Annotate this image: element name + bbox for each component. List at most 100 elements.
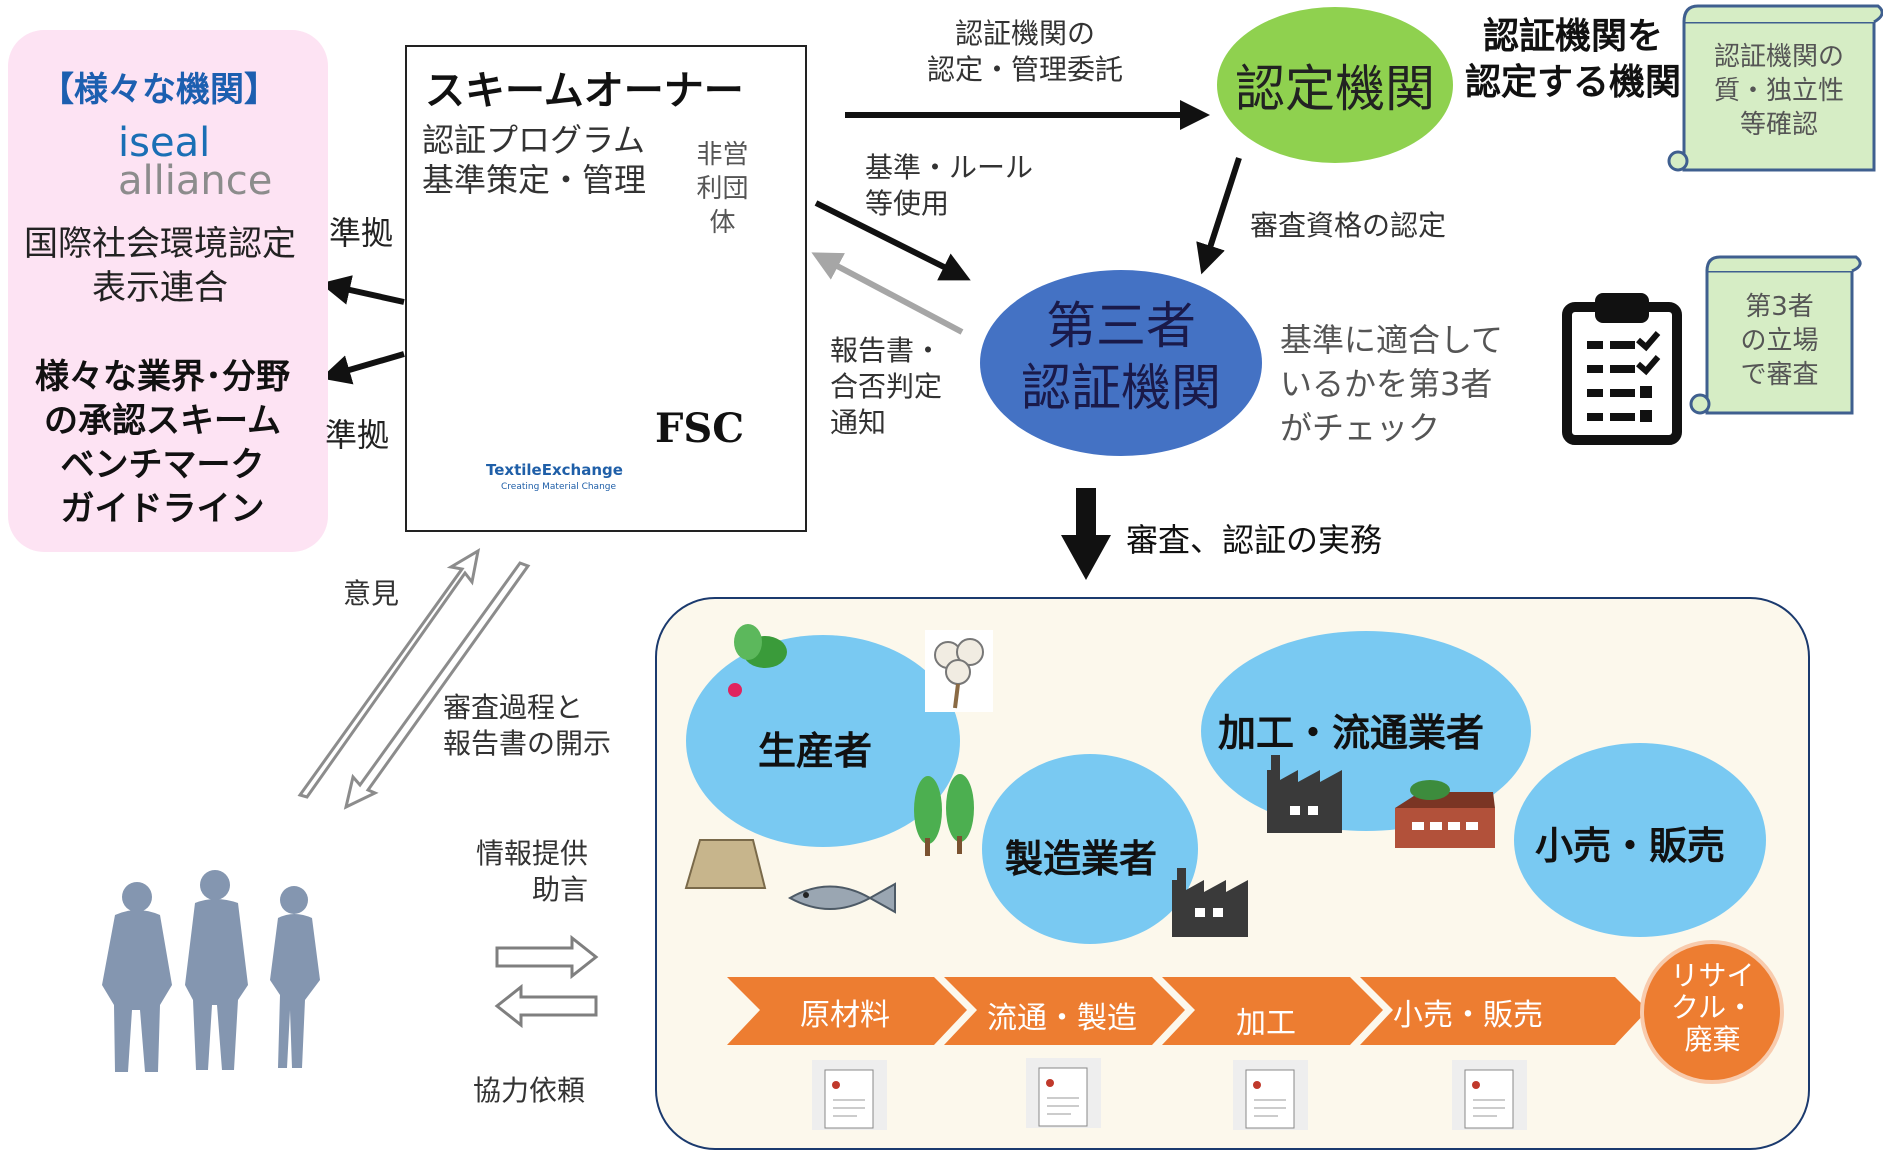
- accreditation-caption-line1: 認証機関を: [1483, 16, 1664, 57]
- third-party-line1: 第三者: [1046, 297, 1196, 355]
- third-party-scroll-line1: 第3者: [1745, 292, 1814, 322]
- textile-exchange-tagline: Creating Material Change: [501, 482, 617, 492]
- conformity-label-lower: 準拠: [325, 416, 390, 454]
- scheme-owner-box: [405, 45, 807, 532]
- iseal-full-name: 国際社会環境認定 表示連合: [0, 222, 320, 310]
- check-line1: 基準に適合して: [1280, 321, 1504, 359]
- accreditation-caption: 認証機関を 認定する機関: [1465, 14, 1681, 106]
- recycle-label: リサイ クル・ 廃棄: [1645, 960, 1780, 1056]
- iseal-name-line2: 表示連合: [92, 268, 228, 308]
- report-line3: 通知: [830, 406, 887, 439]
- iseal-name-line1: 国際社会環境認定: [24, 224, 296, 264]
- arrow-to-practice: [1061, 488, 1111, 580]
- recycle-line2: クル・: [1670, 991, 1755, 1024]
- accreditation-ellipse: [1217, 7, 1453, 163]
- nonprofit-line1: 非営: [696, 140, 749, 170]
- nonprofit-line2: 利団: [696, 174, 749, 204]
- accreditation-body-label: 認定機関: [1235, 60, 1435, 118]
- msc-text-5: www.msc.org/jp: [444, 271, 508, 280]
- stakeholders-icon: [102, 870, 320, 1072]
- quality-scroll: [1667, 4, 1883, 172]
- info-line1: 情報提供: [475, 837, 588, 870]
- checklist-icon: [1562, 293, 1682, 445]
- recycle-line3: 廃棄: [1684, 1023, 1741, 1056]
- third-party-scroll: [1689, 255, 1862, 415]
- msc-text-1: 海のエコラベル: [444, 224, 521, 237]
- disclosure-label: 審査過程と 報告書の開示: [443, 690, 611, 762]
- standards-line2: 等使用: [865, 187, 950, 220]
- report-line2: 合否判定: [830, 370, 943, 403]
- third-party-line2: 認証機関: [1021, 359, 1221, 417]
- cooperation-label: 協力依頼: [473, 1074, 586, 1107]
- arrow-report-to-scheme: [811, 252, 964, 335]
- report-notification-label: 報告書・ 合否判定 通知: [830, 333, 942, 441]
- manufacturer-label: 製造業者: [1005, 837, 1158, 881]
- arrow-to-iseal: [320, 275, 405, 305]
- iseal-logo-bottom: alliance: [118, 158, 273, 204]
- iseal-logo-text: iseal alliance: [118, 120, 273, 204]
- step-raw-material: 原材料: [800, 998, 890, 1033]
- check-line3: がチェック: [1280, 409, 1441, 447]
- benchmark-line2: の承認スキーム: [44, 401, 281, 441]
- benchmark-line4: ガイドライン: [60, 489, 265, 529]
- scheme-owner-subtitle: 認証プログラム 基準策定・管理: [422, 120, 646, 200]
- cooperation-arrow: [494, 983, 598, 1029]
- processor-label: 加工・流通業者: [1218, 711, 1485, 755]
- arrow-to-benchmark: [320, 351, 405, 385]
- benchmark-guidelines: 様々な業界･分野 の承認スキーム ベンチマーク ガイドライン: [0, 355, 325, 531]
- third-party-ellipse: [980, 270, 1262, 456]
- msc-text-4: MSC認証: [444, 256, 502, 271]
- info-advice-label: 情報提供 助言: [465, 836, 588, 908]
- organizations-title: 【様々な機関】: [40, 70, 278, 110]
- msc-logo-text: 海のエコラベル 持続可能な漁業で獲られた 水産物 MSC認証 www.msc.o…: [444, 224, 534, 281]
- nonprofit-scroll-text: 非営 利団 体: [665, 138, 780, 240]
- msc-text-2: 持続可能な漁業で獲られた: [444, 237, 517, 244]
- accreditation-caption-line2: 認定する機関: [1465, 62, 1682, 103]
- standards-line1: 基準・ルール: [865, 151, 1034, 184]
- opinion-arrow: [297, 548, 481, 799]
- scheme-subtitle-line1: 認証プログラム: [422, 121, 646, 159]
- third-party-scroll-line2: の立場: [1740, 326, 1819, 356]
- textile-exchange-name: TextileExchange: [486, 461, 623, 479]
- check-line2: いるかを第3者: [1280, 365, 1493, 403]
- step-distribution-manufacturing: 流通・製造: [987, 1001, 1137, 1036]
- quality-line1: 認証機関の: [1713, 42, 1844, 72]
- recycle-line1: リサイ: [1670, 959, 1755, 992]
- delegation-line2: 認定・管理委託: [926, 53, 1123, 86]
- info-line2: 助言: [531, 873, 588, 906]
- disclosure-line1: 審査過程と: [443, 691, 584, 724]
- arrow-accreditation-to-third-party: [1196, 157, 1242, 275]
- fsc-name: FSC: [655, 405, 745, 452]
- practice-label: 審査、認証の実務: [1126, 521, 1383, 559]
- standards-usage-label: 基準・ルール 等使用: [865, 150, 1033, 222]
- audit-qualification-label: 審査資格の認定: [1250, 209, 1447, 242]
- scheme-subtitle-line2: 基準策定・管理: [422, 161, 647, 199]
- step-retail: 小売・販売: [1393, 998, 1543, 1033]
- organizations-panel: [8, 30, 328, 552]
- disclosure-line2: 報告書の開示: [443, 727, 612, 760]
- msc-text-3: 水産物: [444, 247, 463, 254]
- disclosure-arrow: [343, 561, 531, 810]
- supply-chain-area: [655, 597, 1810, 1150]
- benchmark-line1: 様々な業界･分野: [35, 357, 290, 397]
- scheme-owner-title: スキームオーナー: [425, 68, 744, 114]
- producer-label: 生産者: [758, 729, 873, 773]
- quality-line2: 質・独立性: [1713, 76, 1844, 106]
- third-party-label: 第三者 認証機関: [980, 295, 1262, 419]
- third-party-scroll-text: 第3者 の立場 で審査: [1707, 290, 1852, 392]
- third-party-scroll-line3: で審査: [1740, 360, 1819, 390]
- accreditation-delegation-label: 認証機関の 認定・管理委託: [905, 16, 1145, 88]
- iseal-logo-top: iseal: [118, 120, 211, 166]
- retailer-label: 小売・販売: [1535, 824, 1726, 868]
- benchmark-line3: ベンチマーク: [60, 445, 265, 485]
- conformity-label-upper: 準拠: [329, 214, 394, 252]
- delegation-line1: 認証機関の: [954, 17, 1095, 50]
- info-arrow: [495, 934, 599, 980]
- nonprofit-line3: 体: [709, 208, 736, 238]
- step-processing: 加工: [1236, 1006, 1296, 1041]
- third-party-check-text: 基準に適合して いるかを第3者 がチェック: [1280, 318, 1503, 450]
- quality-line3: 等確認: [1739, 110, 1818, 140]
- quality-scroll-text: 認証機関の 質・独立性 等確認: [1684, 40, 1874, 142]
- opinion-label: 意見: [343, 577, 400, 610]
- report-line1: 報告書・: [830, 334, 943, 367]
